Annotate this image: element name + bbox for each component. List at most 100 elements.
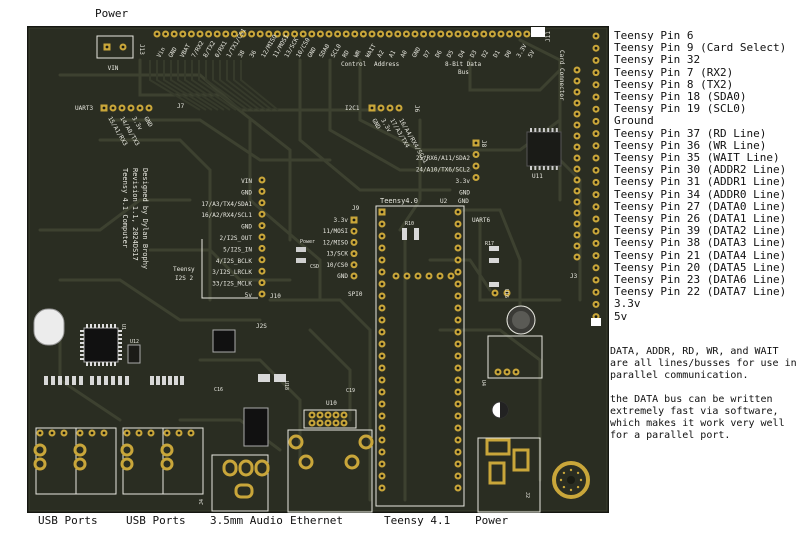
smd <box>258 374 270 382</box>
drill-hole <box>396 32 400 36</box>
j2s-label: J2S <box>256 323 267 330</box>
smd <box>489 258 499 263</box>
i2s-pin-label: 16/A2/RX4/SCL1 <box>201 212 252 219</box>
drill-hole <box>456 438 460 442</box>
ref-label: U12 <box>130 339 139 345</box>
usb-ports-label-1: USB Ports <box>38 514 98 527</box>
copper-trace <box>170 60 219 111</box>
drill-hole <box>370 32 374 36</box>
drill-hole <box>379 106 383 110</box>
u11-chip <box>526 131 562 167</box>
revision-text: Revision 1.1, 2024DS17 <box>131 168 139 261</box>
drill-hole <box>456 32 460 36</box>
audio-pad <box>238 459 254 477</box>
copper-trace <box>212 60 255 111</box>
drill-hole <box>575 244 579 248</box>
drill-hole <box>121 45 125 49</box>
drill-hole <box>438 274 442 278</box>
drill-hole <box>474 153 478 156</box>
smd <box>125 376 129 385</box>
drill-hole <box>301 32 305 36</box>
drill-hole <box>380 390 384 394</box>
spi-pin-label: GND <box>337 273 348 280</box>
audio-pad <box>254 459 270 477</box>
copper-trace <box>58 73 382 112</box>
drill-hole <box>380 318 384 322</box>
audio-pad <box>222 459 238 477</box>
copper-trace <box>233 60 273 111</box>
drill-hole <box>525 32 529 36</box>
drill-hole <box>190 32 193 36</box>
pin-label: Teensy Pin 26 (DATA1 Line) <box>614 212 787 225</box>
drill-hole <box>575 222 579 226</box>
smd <box>58 376 62 385</box>
drill-hole <box>456 270 460 274</box>
j11-label: J11 <box>545 31 552 42</box>
usb-shield-pad <box>120 457 134 471</box>
pin-label: Teensy Pin 8 (TX2) <box>614 77 734 91</box>
drill-hole <box>456 222 460 226</box>
copper-trace <box>248 118 322 302</box>
led-label: CSD <box>310 264 319 270</box>
drill-hole <box>380 426 384 430</box>
top-pin-label: D1 <box>492 49 502 59</box>
drill-hole <box>380 270 384 274</box>
drill-hole <box>505 291 509 295</box>
drill-hole <box>514 370 518 374</box>
mount-via <box>576 471 580 475</box>
drill-hole <box>594 315 598 318</box>
drill-hole <box>38 431 42 435</box>
smd <box>44 376 48 385</box>
drill-hole <box>380 210 384 214</box>
drill-hole <box>594 71 598 74</box>
spi0-label: SPI0 <box>348 291 363 298</box>
top-pin-label: D4 <box>457 49 467 59</box>
drill-hole <box>352 241 356 244</box>
ref-label: U16 <box>503 289 509 298</box>
ethernet-jack <box>287 429 373 513</box>
drill-hole <box>575 189 579 193</box>
copper-trace <box>328 58 472 172</box>
chip-pin <box>86 362 88 366</box>
chip-pin <box>530 128 532 132</box>
parallel-note: DATA, ADDR, RD, WR, and WAIT are all lin… <box>610 346 797 381</box>
drill-hole <box>380 414 384 418</box>
pin-label: Teensy Pin 23 (DATA6 Line) <box>614 273 787 286</box>
chip-pin <box>118 334 122 336</box>
copper-trace <box>148 248 292 282</box>
drill-hole <box>516 32 520 36</box>
board-edge <box>28 27 608 512</box>
pin-label: Teensy Pin 38 (DATA3 Line) <box>614 236 787 250</box>
drill-hole <box>449 274 453 278</box>
chip-pin <box>118 350 122 352</box>
chip-pin <box>118 338 122 340</box>
drill-hole <box>594 34 598 38</box>
drill-hole <box>594 120 598 123</box>
data-bus-note: the DATA bus can be written extremely fa… <box>610 394 785 441</box>
chip-pin <box>80 354 84 356</box>
uart6-pin-label: 25/RX6/A11/SDA2 <box>416 155 471 162</box>
copper-trace <box>205 60 249 111</box>
smd <box>414 228 419 240</box>
usb-shield-pad <box>33 457 47 471</box>
drill-hole <box>260 178 264 182</box>
drill-hole <box>164 32 168 36</box>
smd <box>274 374 286 382</box>
teensy-socket <box>375 205 465 507</box>
teensy40-label: Teensy4.0 <box>380 197 418 205</box>
drill-hole <box>575 178 579 182</box>
drill-hole <box>397 106 401 110</box>
u2-label: U2 <box>440 198 448 205</box>
chip-pin <box>542 166 545 170</box>
drill-hole <box>62 431 66 435</box>
drill-hole <box>352 218 356 222</box>
chip-pin <box>80 346 84 348</box>
uart6-pin-label: GND <box>459 190 470 197</box>
bus-label2: Bus <box>458 69 469 76</box>
drill-hole <box>334 413 338 417</box>
i2s-pin-label: VIN <box>241 178 252 185</box>
copper-trace <box>428 258 492 292</box>
drill-hole <box>155 32 159 36</box>
copper-trace <box>298 58 452 192</box>
